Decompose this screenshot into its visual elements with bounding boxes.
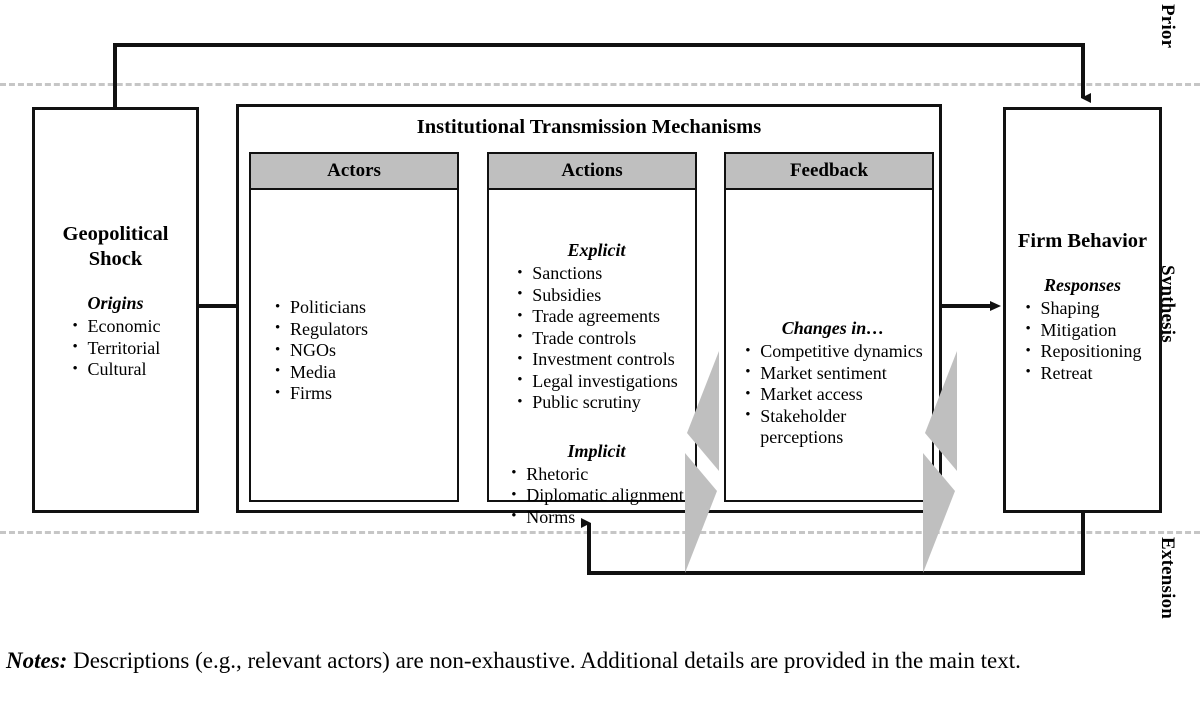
geopolitical-shock-box: Geopolitical Shock Origins Economic Terr… [32, 107, 199, 513]
geopolitical-shock-title-line2: Shock [88, 248, 143, 270]
list-item: Legal investigations [515, 370, 677, 393]
column-header-actions: Actions [489, 154, 695, 190]
institutional-transmission-mechanisms-title: Institutional Transmission Mechanisms [416, 116, 762, 138]
figure-notes-label: Notes: [6, 648, 68, 673]
list-item: Rhetoric [509, 463, 683, 486]
band-divider-bottom [0, 531, 1200, 534]
list-item: Repositioning [1023, 341, 1141, 363]
band-label-extension: Extension [1157, 537, 1178, 620]
actions-group-head-implicit: Implicit [567, 440, 626, 461]
list-item: Politicians [273, 297, 368, 319]
list-item: Sanctions [515, 263, 677, 285]
list-item: Economic [71, 316, 160, 338]
list-item: Firms [273, 383, 368, 405]
actions-explicit-list: Sanctions Subsidies Trade agreements Tra… [515, 263, 677, 414]
firm-behavior-subhead: Responses [1043, 275, 1121, 295]
geopolitical-shock-subhead: Origins [87, 293, 144, 313]
geopolitical-shock-list: Economic Territorial Cultural [71, 316, 161, 381]
column-body-feedback: Changes in… Competitive dynamics Market … [726, 190, 932, 500]
column-body-actors: Politicians Regulators NGOs Media Firms [251, 190, 457, 500]
list-item: Media [273, 361, 368, 384]
column-body-actions: Explicit Sanctions Subsidies Trade agree… [489, 190, 695, 527]
institutional-transmission-mechanisms-box: Institutional Transmission Mechanisms Ac… [236, 104, 957, 573]
figure-notes: Notes: Descriptions (e.g., relevant acto… [6, 646, 1191, 676]
column-actors: Actors Politicians Regulators NGOs Media… [249, 152, 459, 502]
list-item: Retreat [1023, 362, 1141, 385]
firm-behavior-box: Firm Behavior Responses Shaping Mitigati… [1003, 107, 1162, 513]
actions-implicit-list: Rhetoric Diplomatic alignment Norms [509, 463, 683, 529]
list-item: Market sentiment [743, 362, 922, 385]
column-header-feedback: Feedback [726, 154, 932, 190]
list-item: Shaping [1023, 298, 1141, 320]
firm-behavior-list: Shaping Mitigation Repositioning Retreat [1023, 298, 1141, 384]
list-item-continuation: perceptions [760, 427, 844, 447]
geopolitical-shock-title-line1: Geopolitical [62, 223, 169, 245]
actors-list-wrap: Politicians Regulators NGOs Media Firms [273, 297, 368, 405]
list-item: Territorial [71, 337, 161, 360]
feedback-content: Changes in… Competitive dynamics Market … [740, 318, 926, 449]
feedback-list: Competitive dynamics Market sentiment Ma… [743, 341, 922, 449]
list-item: Trade controls [515, 327, 677, 350]
list-item: Norms [509, 506, 683, 529]
column-feedback: Feedback Changes in… Competitive dynamic… [724, 152, 934, 502]
column-actions: Actions Explicit Sanctions Subsidies Tra… [487, 152, 697, 527]
actors-list: Politicians Regulators NGOs Media Firms [273, 297, 368, 405]
list-item: Diplomatic alignment [509, 485, 683, 507]
feedback-subhead: Changes in… [781, 318, 885, 338]
list-item: Stakeholder [743, 405, 922, 428]
band-label-prior: Prior [1157, 4, 1178, 49]
figure-notes-text: Descriptions (e.g., relevant actors) are… [67, 648, 1021, 673]
list-item: Investment controls [515, 349, 677, 371]
list-item: Subsidies [515, 284, 677, 307]
list-item: Market access [743, 384, 922, 406]
band-divider-top [0, 83, 1200, 86]
actions-group-head-explicit: Explicit [567, 240, 626, 260]
list-item: Mitigation [1023, 319, 1141, 342]
firm-behavior-content: Firm Behavior Responses Shaping Mitigati… [1006, 229, 1159, 384]
geopolitical-shock-content: Geopolitical Shock Origins Economic Terr… [35, 222, 196, 381]
list-item: Trade agreements [515, 306, 677, 328]
list-item: Regulators [273, 318, 368, 341]
list-item: Competitive dynamics [743, 341, 922, 363]
geopolitical-shock-title: Geopolitical Shock [35, 222, 196, 272]
firm-behavior-title: Firm Behavior [1017, 230, 1148, 252]
actions-content: Explicit Sanctions Subsidies Trade agree… [506, 240, 687, 528]
list-item: Cultural [71, 359, 161, 381]
column-header-actors: Actors [251, 154, 457, 190]
list-item: Public scrutiny [515, 392, 677, 414]
list-item: NGOs [273, 340, 368, 362]
